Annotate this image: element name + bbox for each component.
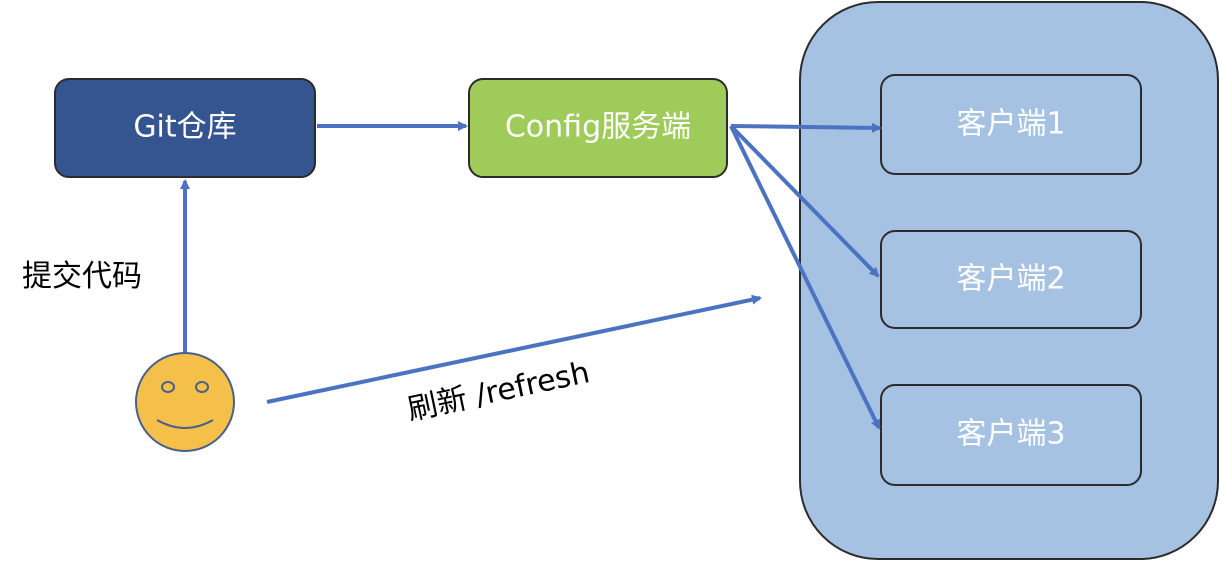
- arrow-config-to-client-2: [729, 124, 880, 278]
- client-node-1: 客户端1: [880, 74, 1142, 175]
- developer-smiley-icon: [135, 352, 235, 452]
- smiley-right-eye: [195, 381, 209, 393]
- config-server-node: Config服务端: [468, 78, 728, 178]
- smiley-left-eye: [161, 381, 175, 393]
- client-node-2: 客户端2: [880, 230, 1142, 329]
- arrow-developer-refresh: [266, 294, 762, 404]
- arrow-config-to-client-1: [730, 122, 882, 133]
- client-2-label: 客户端2: [956, 262, 1065, 297]
- client-3-label: 客户端3: [956, 417, 1065, 452]
- client-1-label: 客户端1: [956, 107, 1065, 142]
- smiley-mouth: [156, 419, 214, 429]
- client-node-3: 客户端3: [880, 384, 1142, 486]
- commit-code-label: 提交代码: [22, 259, 142, 294]
- arrow-config-to-client-3: [729, 125, 881, 430]
- git-repo-node: Git仓库: [54, 78, 316, 178]
- git-repo-label: Git仓库: [133, 110, 236, 145]
- config-server-label: Config服务端: [505, 110, 691, 145]
